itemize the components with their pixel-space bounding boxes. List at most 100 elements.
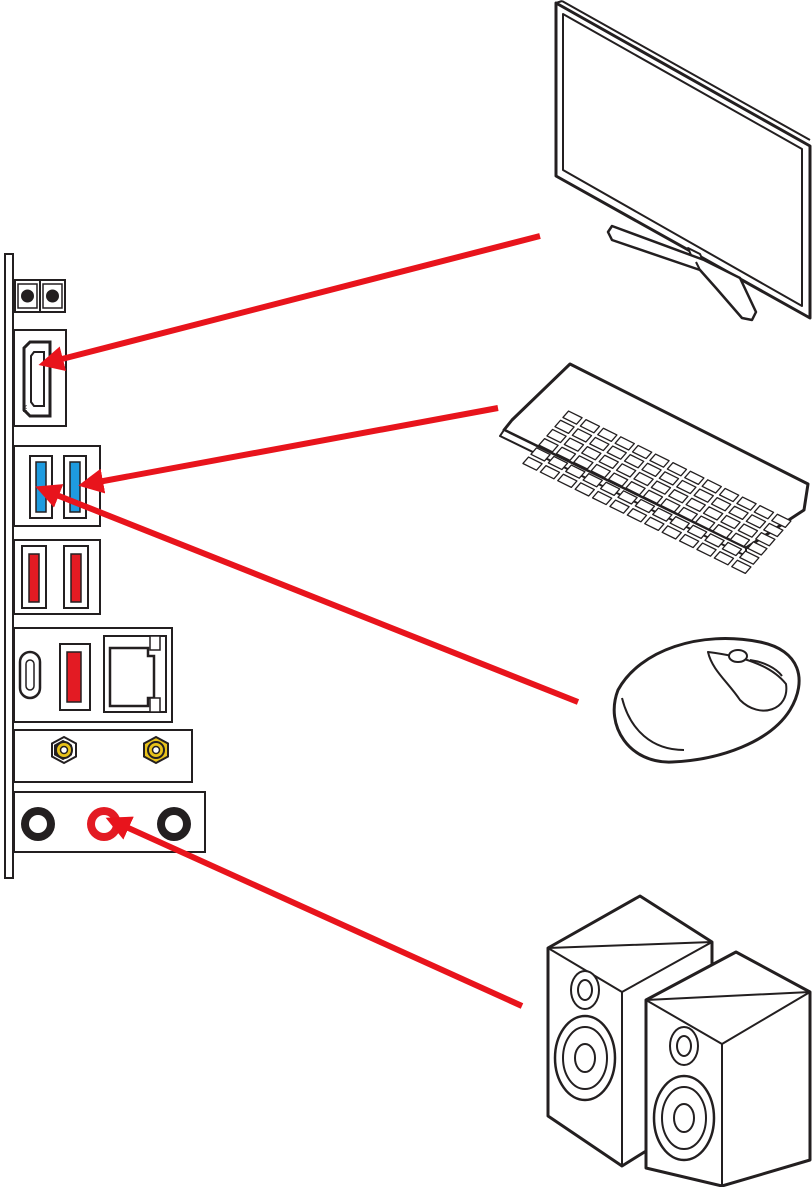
keyboard-key xyxy=(634,498,656,514)
keyboard-key xyxy=(563,437,585,452)
keyboard-key xyxy=(693,488,714,503)
keyboard-key xyxy=(736,496,757,511)
usbc-usb-lan-block xyxy=(13,627,173,723)
wifi-antenna-connector-right xyxy=(143,735,169,765)
keyboard-key xyxy=(713,550,735,566)
io-panel-bracket xyxy=(4,253,14,879)
audio-jack-block xyxy=(13,791,206,853)
keyboard-key xyxy=(678,533,700,549)
keyboard-key xyxy=(745,514,767,529)
keyboard-key xyxy=(721,541,743,557)
keyboard-key xyxy=(720,514,741,530)
keyboard-key xyxy=(546,428,567,444)
keyboard-key xyxy=(557,473,578,489)
keyboard-key xyxy=(574,482,595,497)
keyboard-key xyxy=(668,488,689,504)
monitor-icon xyxy=(554,0,812,322)
keyboard-key xyxy=(625,480,646,496)
bios-buttons xyxy=(14,279,66,313)
keyboard-key xyxy=(573,455,594,470)
keyboard-key xyxy=(591,490,613,506)
keyboard-key xyxy=(729,532,751,548)
audio-jack-line-in xyxy=(21,807,55,841)
keyboard-key xyxy=(694,515,716,530)
keyboard-key xyxy=(753,504,775,520)
keyboard-key xyxy=(702,506,724,521)
mouse-icon xyxy=(612,637,801,764)
keyboard-key xyxy=(660,498,681,513)
keyboard-key xyxy=(615,463,637,478)
keyboard-key xyxy=(599,481,621,497)
keyboard-key xyxy=(582,472,603,488)
keyboard-key xyxy=(555,446,577,462)
keyboard-key xyxy=(747,541,768,556)
keyboard-key xyxy=(547,455,569,471)
keyboard-key xyxy=(644,516,665,532)
keyboard-key xyxy=(538,437,559,453)
keyboard-key xyxy=(704,533,725,548)
hdmi-port: TM xyxy=(13,329,67,427)
keyboard-key xyxy=(763,522,784,538)
keyboard-key xyxy=(633,471,654,487)
keyboard-key xyxy=(650,480,672,495)
keyboard-key xyxy=(666,461,688,477)
keyboard-key xyxy=(597,427,618,443)
keyboard-key xyxy=(731,559,752,575)
keyboard-key xyxy=(712,523,733,539)
keyboard-keys xyxy=(522,410,792,575)
keyboard-key xyxy=(623,453,645,469)
keyboard-key xyxy=(614,436,635,451)
keyboard-key xyxy=(669,515,690,531)
keyboard-key xyxy=(642,489,664,505)
keyboard-key xyxy=(626,507,648,523)
audio-jack-line-out xyxy=(87,807,121,841)
keyboard-key xyxy=(617,490,638,505)
hdmi-trademark-label: TM xyxy=(23,405,29,413)
speakers-icon xyxy=(546,894,812,1187)
keyboard-key xyxy=(686,524,708,540)
keyboard-key xyxy=(661,525,682,540)
keyboard-key xyxy=(701,479,722,494)
keyboard-key xyxy=(539,464,561,480)
arrow-speakers-to-audio xyxy=(105,816,524,1009)
wifi-antenna-block xyxy=(13,729,193,783)
keyboard-key xyxy=(579,418,601,434)
keyboard-key xyxy=(589,436,610,452)
keyboard-key xyxy=(598,454,619,470)
keyboard-key xyxy=(565,464,586,479)
keyboard-key xyxy=(606,445,627,460)
keyboard-key xyxy=(696,542,717,557)
keyboard-key xyxy=(649,453,670,468)
keyboard-key xyxy=(771,513,792,529)
keyboard-key xyxy=(677,506,698,522)
keyboard-key xyxy=(530,447,551,462)
arrow-monitor-to-hdmi xyxy=(38,233,541,371)
keyboard-key xyxy=(710,496,732,512)
usb-red-pair xyxy=(13,539,101,615)
keyboard-key xyxy=(685,497,706,513)
usb-blue-pair xyxy=(13,445,101,527)
keyboard-key xyxy=(641,462,662,478)
keyboard-key xyxy=(590,463,611,479)
keyboard-key xyxy=(737,523,759,538)
keyboard-key xyxy=(728,505,749,521)
keyboard-key xyxy=(684,470,705,486)
keyboard-key xyxy=(522,456,543,471)
keyboard-key xyxy=(562,410,583,425)
keyboard-key xyxy=(607,472,629,487)
keyboard-key xyxy=(609,499,630,514)
keyboard-icon xyxy=(499,362,810,575)
keyboard-key xyxy=(676,479,697,495)
keyboard-key xyxy=(581,445,602,461)
keyboard-key xyxy=(755,531,776,547)
keyboard-key xyxy=(571,428,593,443)
keyboard-key xyxy=(652,507,673,522)
arrow-keyboard-to-usb xyxy=(78,405,499,494)
connection-arrows xyxy=(35,233,580,1009)
wifi-antenna-connector-left xyxy=(51,735,77,765)
keyboard-key xyxy=(739,550,760,565)
keyboard-key xyxy=(718,487,740,503)
keyboard-key xyxy=(658,471,680,486)
lan-port xyxy=(103,635,167,713)
